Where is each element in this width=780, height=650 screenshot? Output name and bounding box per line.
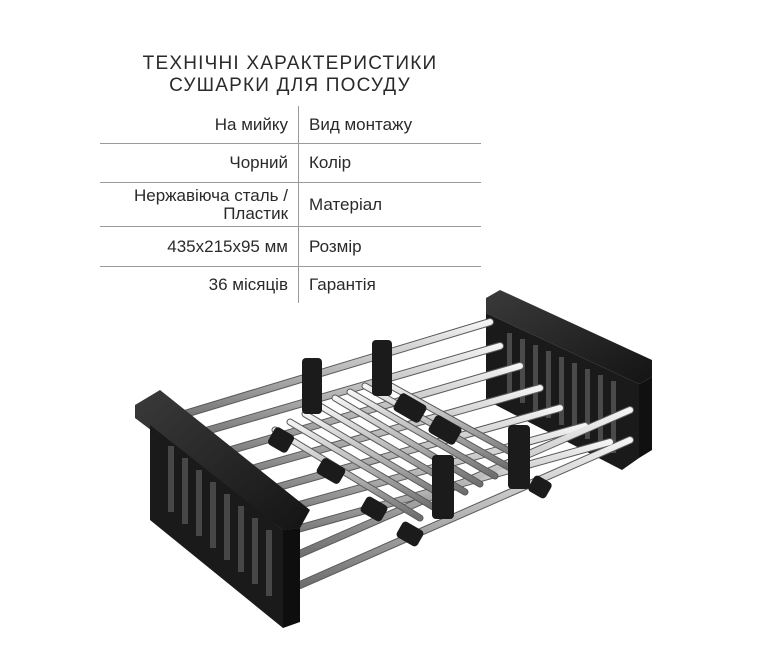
- spec-value-line2: Пластик: [223, 203, 288, 223]
- spec-value-line1: Нержавіюча сталь /: [133, 185, 288, 205]
- spec-table: На мийку Вид монтажу Чорний Колір Нержав…: [100, 106, 481, 303]
- rack-end-panel-left: [135, 390, 310, 628]
- spec-value: Нержавіюча сталь / Пластик: [100, 182, 299, 227]
- spec-value: Чорний: [100, 143, 299, 183]
- spec-row-material: Нержавіюча сталь / Пластик Матеріал: [100, 182, 481, 227]
- spec-label: Розмір: [309, 236, 362, 256]
- spec-value: 36 місяців: [100, 266, 299, 303]
- rack-sliding-clips: [267, 340, 552, 547]
- spec-label: Матеріал: [309, 194, 383, 214]
- spec-label: Гарантія: [309, 275, 376, 294]
- spec-row-mounting: На мийку Вид монтажу: [100, 106, 481, 144]
- spec-row-warranty: 36 місяців Гарантія: [100, 266, 481, 303]
- spec-heading-line2: СУШАРКИ ДЛЯ ПОСУДУ: [169, 75, 411, 96]
- spec-label: Колір: [309, 153, 352, 172]
- spec-value: На мийку: [100, 106, 299, 144]
- spec-value: 435х215х95 мм: [100, 226, 299, 267]
- spec-heading-line1: ТЕХНІЧНІ ХАРАКТЕРИСТИКИ: [142, 53, 438, 74]
- spec-row-size: 435х215х95 мм Розмір: [100, 226, 481, 267]
- spec-row-color: Чорний Колір: [100, 143, 481, 183]
- spec-label: Вид монтажу: [309, 114, 413, 134]
- rack-end-panel-right: [486, 290, 652, 470]
- spec-heading: ТЕХНІЧНІ ХАРАКТЕРИСТИКИ СУШАРКИ ДЛЯ ПОСУ…: [100, 53, 480, 97]
